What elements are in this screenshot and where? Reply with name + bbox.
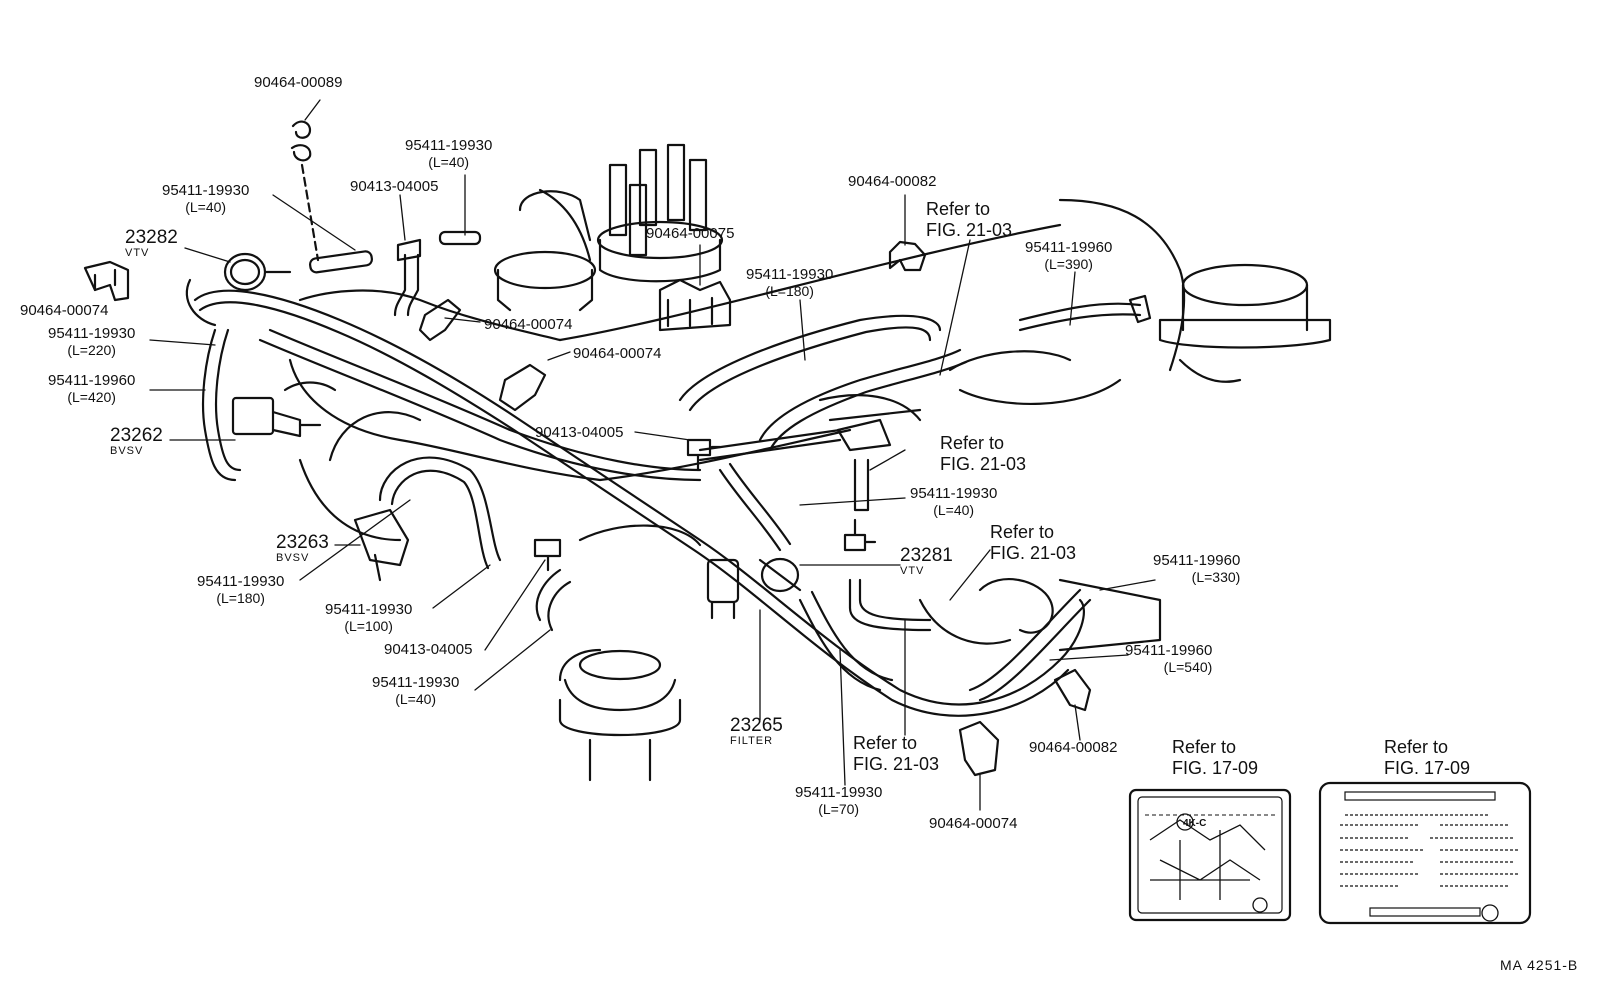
label-90413-04005-mid: 90413-04005	[535, 424, 624, 441]
label-90464-00074-a: 90464-00074	[20, 302, 109, 319]
label-95411-19930-l180-top: 95411-19930(L=180)	[746, 266, 834, 300]
vacuum-canister	[558, 648, 682, 782]
label-90464-00075: 90464-00075	[646, 225, 735, 242]
label-95411-19930-left: 95411-19930(L=40)	[162, 182, 250, 216]
emission-label-text	[1318, 781, 1532, 925]
label-95411-19930-top: 95411-19930(L=40)	[405, 137, 493, 171]
label-95411-19930-l40-mid: 95411-19930(L=40)	[910, 485, 998, 519]
label-90464-00074-c: 90464-00074	[573, 345, 662, 362]
label-90464-00089: 90464-00089	[254, 74, 343, 91]
label-95411-19960-l390: 95411-19960(L=390)	[1025, 239, 1113, 273]
label-90464-00074-d: 90464-00074	[929, 815, 1018, 832]
label-95411-19960-l330: 95411-19960(L=330)	[1153, 552, 1241, 586]
label-95411-19960-l420: 95411-19960(L=420)	[48, 372, 136, 406]
leader-lines	[149, 99, 1156, 811]
label-4k-c: 4K-C	[1183, 818, 1207, 829]
label-95411-19930-l100: 95411-19930(L=100)	[325, 601, 413, 635]
label-95411-19960-l540: 95411-19960(L=540)	[1125, 642, 1213, 676]
label-95411-19930-l70: 95411-19930(L=70)	[795, 784, 883, 818]
label-95411-19930-l220: 95411-19930(L=220)	[48, 325, 136, 359]
engine-body	[283, 198, 1186, 652]
label-90464-00082-top: 90464-00082	[848, 173, 937, 190]
distributor	[493, 143, 724, 312]
label-90464-00082-bot: 90464-00082	[1029, 739, 1118, 756]
emission-label-4kc	[1128, 788, 1292, 922]
label-90413-04005-bot: 90413-04005	[384, 641, 473, 658]
components	[83, 120, 1152, 777]
air-cleaner	[1158, 263, 1332, 383]
drawing-code: MA 4251-B	[1500, 957, 1579, 973]
hose-runs	[185, 278, 1142, 717]
label-90413-04005-top: 90413-04005	[350, 178, 439, 195]
label-95411-19930-l180-bot: 95411-19930(L=180)	[197, 573, 285, 607]
label-90464-00074-b: 90464-00074	[484, 316, 573, 333]
label-95411-19930-l40-bot: 95411-19930(L=40)	[372, 674, 460, 708]
